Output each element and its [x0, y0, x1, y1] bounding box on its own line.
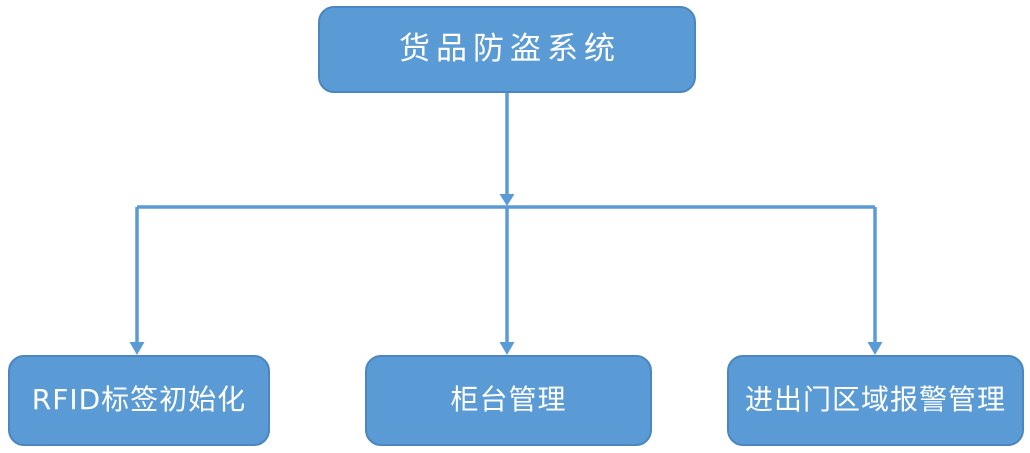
node-rfid-tag-initialization-label: RFID标签初始化: [31, 383, 247, 417]
arrowhead-right-icon: [867, 342, 883, 355]
arrowhead-middle-icon: [499, 342, 515, 355]
node-entry-exit-area-alarm-management-label: 进出门区域报警管理: [744, 383, 1006, 417]
node-counter-management: 柜台管理: [365, 355, 652, 446]
node-counter-management-label: 柜台管理: [450, 383, 567, 417]
arrowhead-root-icon: [499, 194, 515, 206]
arrowhead-left-icon: [129, 342, 145, 355]
node-goods-anti-theft-system: 货品防盗系统: [318, 6, 696, 93]
node-entry-exit-area-alarm-management: 进出门区域报警管理: [727, 355, 1024, 446]
node-goods-anti-theft-system-label: 货品防盗系统: [399, 31, 621, 68]
node-rfid-tag-initialization: RFID标签初始化: [8, 355, 270, 446]
